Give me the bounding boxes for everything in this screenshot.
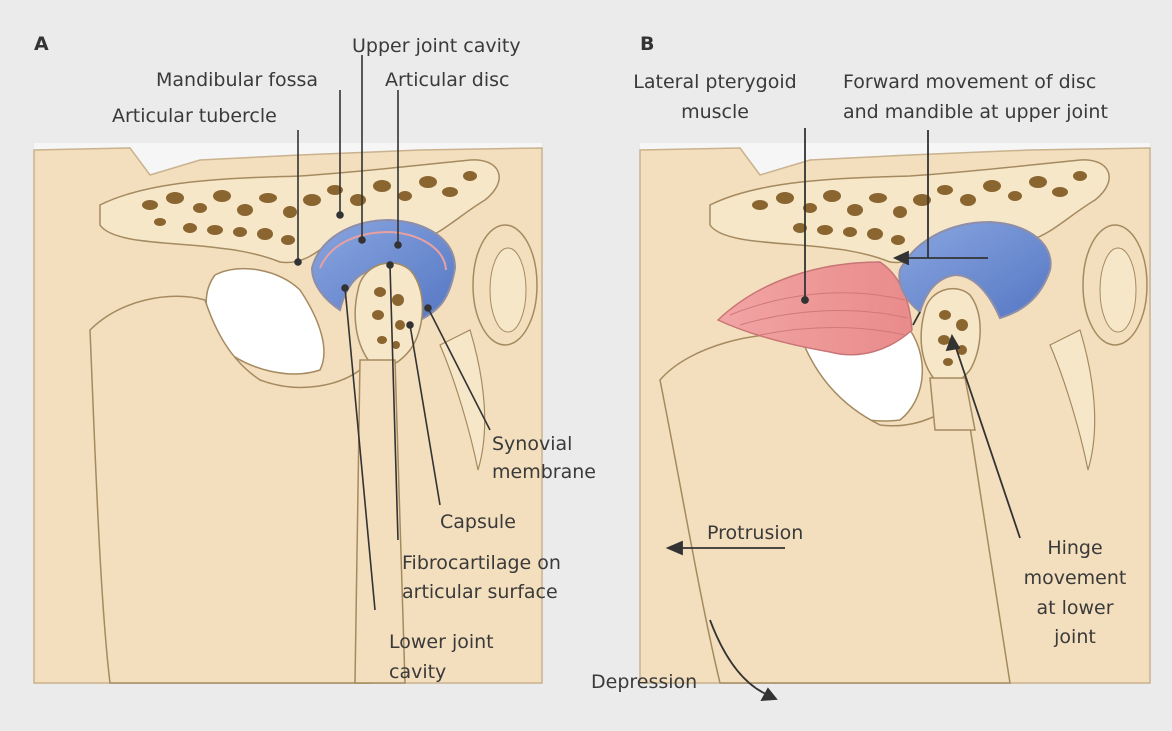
label-hinge-line3: at lower xyxy=(1020,596,1130,620)
label-depression: Depression xyxy=(591,670,697,694)
label-synovial-membrane-line1: Synovial xyxy=(492,432,572,456)
label-mandibular-fossa: Mandibular fossa xyxy=(156,68,318,92)
label-forward-movement-line1: Forward movement of disc xyxy=(843,70,1096,94)
label-articular-tubercle: Articular tubercle xyxy=(112,104,277,128)
label-capsule: Capsule xyxy=(440,510,516,534)
label-hinge-line4: joint xyxy=(1020,625,1130,649)
label-articular-disc: Articular disc xyxy=(385,68,509,92)
label-lateral-pterygoid-line1: Lateral pterygoid xyxy=(620,70,810,94)
panel-b-letter: B xyxy=(640,33,654,55)
label-hinge-line1: Hinge xyxy=(1020,536,1130,560)
label-protrusion: Protrusion xyxy=(707,521,803,545)
label-fibrocartilage-line1: Fibrocartilage on xyxy=(402,551,561,575)
label-forward-movement-line2: and mandible at upper joint xyxy=(843,100,1108,124)
label-hinge-line2: movement xyxy=(1020,566,1130,590)
panel-a-letter: A xyxy=(34,33,49,55)
label-lower-joint-cavity-line1: Lower joint xyxy=(389,630,494,654)
label-lower-joint-cavity-line2: cavity xyxy=(389,660,446,684)
label-synovial-membrane-line2: membrane xyxy=(492,460,596,484)
label-fibrocartilage-line2: articular surface xyxy=(402,580,558,604)
label-lateral-pterygoid-line2: muscle xyxy=(620,100,810,124)
label-upper-joint-cavity: Upper joint cavity xyxy=(352,34,521,58)
